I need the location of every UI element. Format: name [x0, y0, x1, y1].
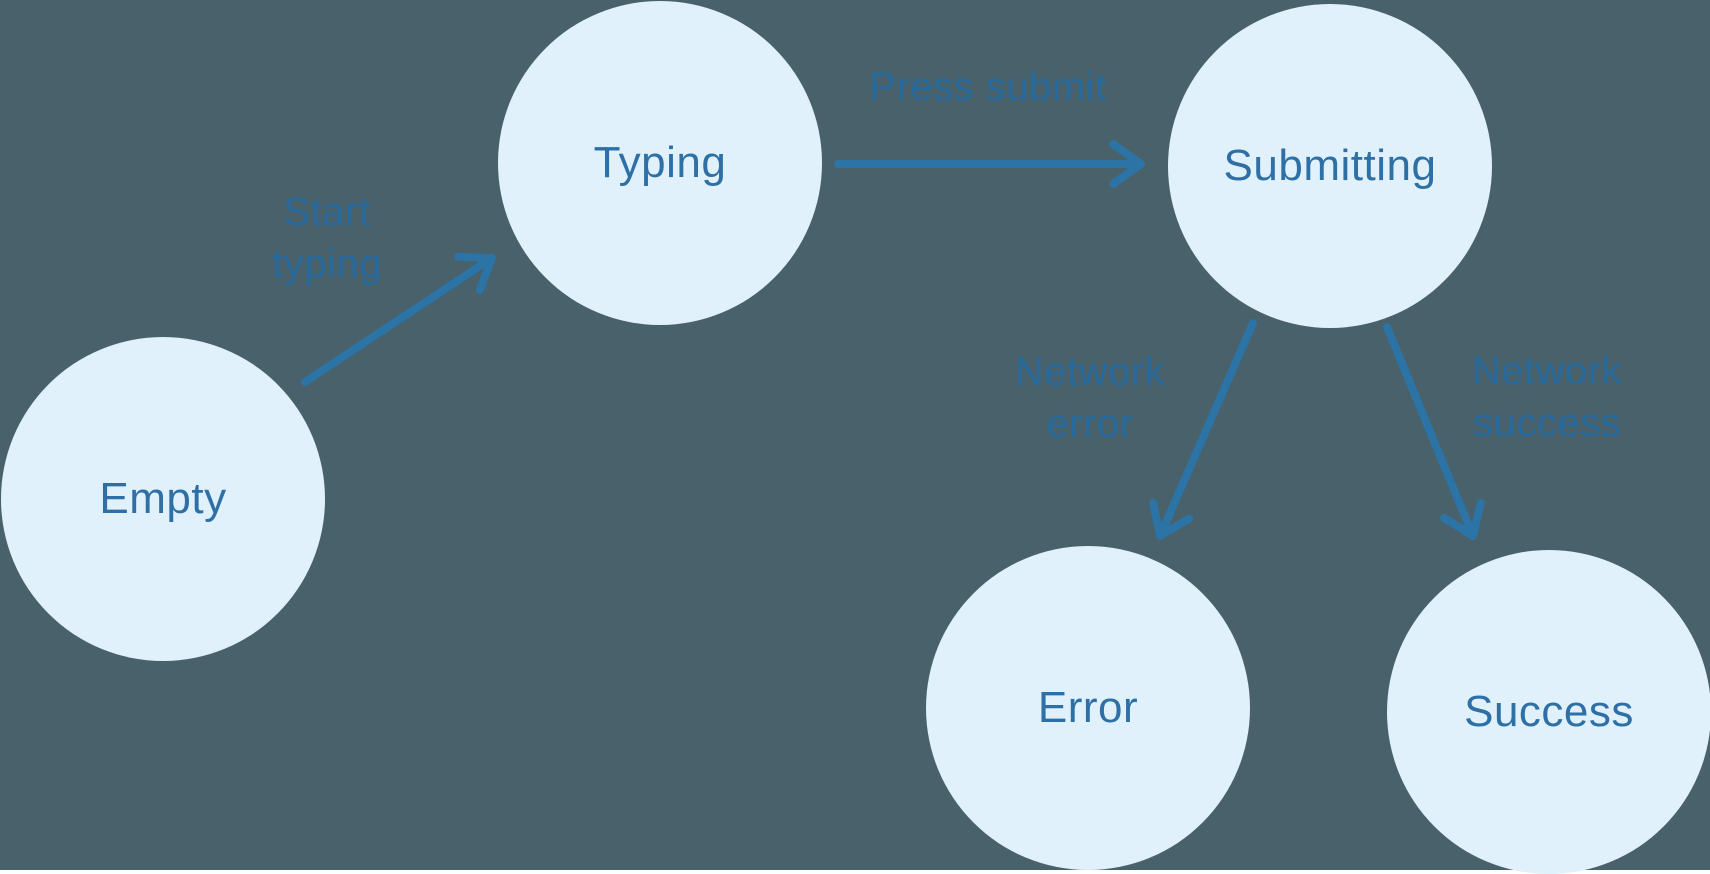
state-node-label: Empty: [99, 474, 227, 523]
edge-start-typing-arrowhead: [454, 252, 496, 262]
edge-label-network-error: Network error: [1015, 346, 1165, 450]
edge-label-line: error: [1046, 402, 1134, 446]
edge-network-error-arrowhead: [1148, 498, 1164, 540]
state-node-error: Error: [926, 546, 1250, 870]
state-node-label: Submitting: [1223, 141, 1437, 190]
edge-network-success-arrowhead: [1469, 498, 1485, 540]
edge-label-line: Network: [1014, 350, 1166, 394]
edge-label-line: typing: [272, 242, 382, 286]
edge-network-success-arrowhead: [1440, 513, 1477, 540]
edge-press-submit-arrowhead: [1109, 140, 1145, 168]
edge-network-success-line: [1383, 323, 1477, 540]
edge-label-line: Start: [283, 190, 371, 234]
state-node-typing: Typing: [498, 1, 822, 325]
edge-label-start-typing: Start typing: [272, 186, 382, 290]
edge-press-submit-arrowhead: [1109, 160, 1145, 188]
edge-network-error-line: [1156, 319, 1257, 540]
edge-label-line: Press submit: [869, 65, 1107, 109]
state-node-label: Success: [1464, 687, 1634, 736]
state-node-success: Success: [1387, 550, 1710, 874]
edge-network-error-arrowhead: [1156, 514, 1194, 540]
edge-start-typing-line: [301, 254, 496, 386]
edge-label-press-submit: Press submit: [869, 61, 1106, 113]
state-node-empty: Empty: [1, 337, 325, 661]
state-node-label: Error: [1037, 683, 1139, 732]
edge-start-typing-arrowhead: [475, 254, 496, 294]
edge-label-network-success: Network success: [1472, 345, 1622, 449]
edge-label-line: Network: [1471, 349, 1623, 393]
state-node-submitting: Submitting: [1168, 4, 1492, 328]
edge-label-line: success: [1472, 401, 1621, 445]
state-node-label: Typing: [593, 138, 727, 187]
